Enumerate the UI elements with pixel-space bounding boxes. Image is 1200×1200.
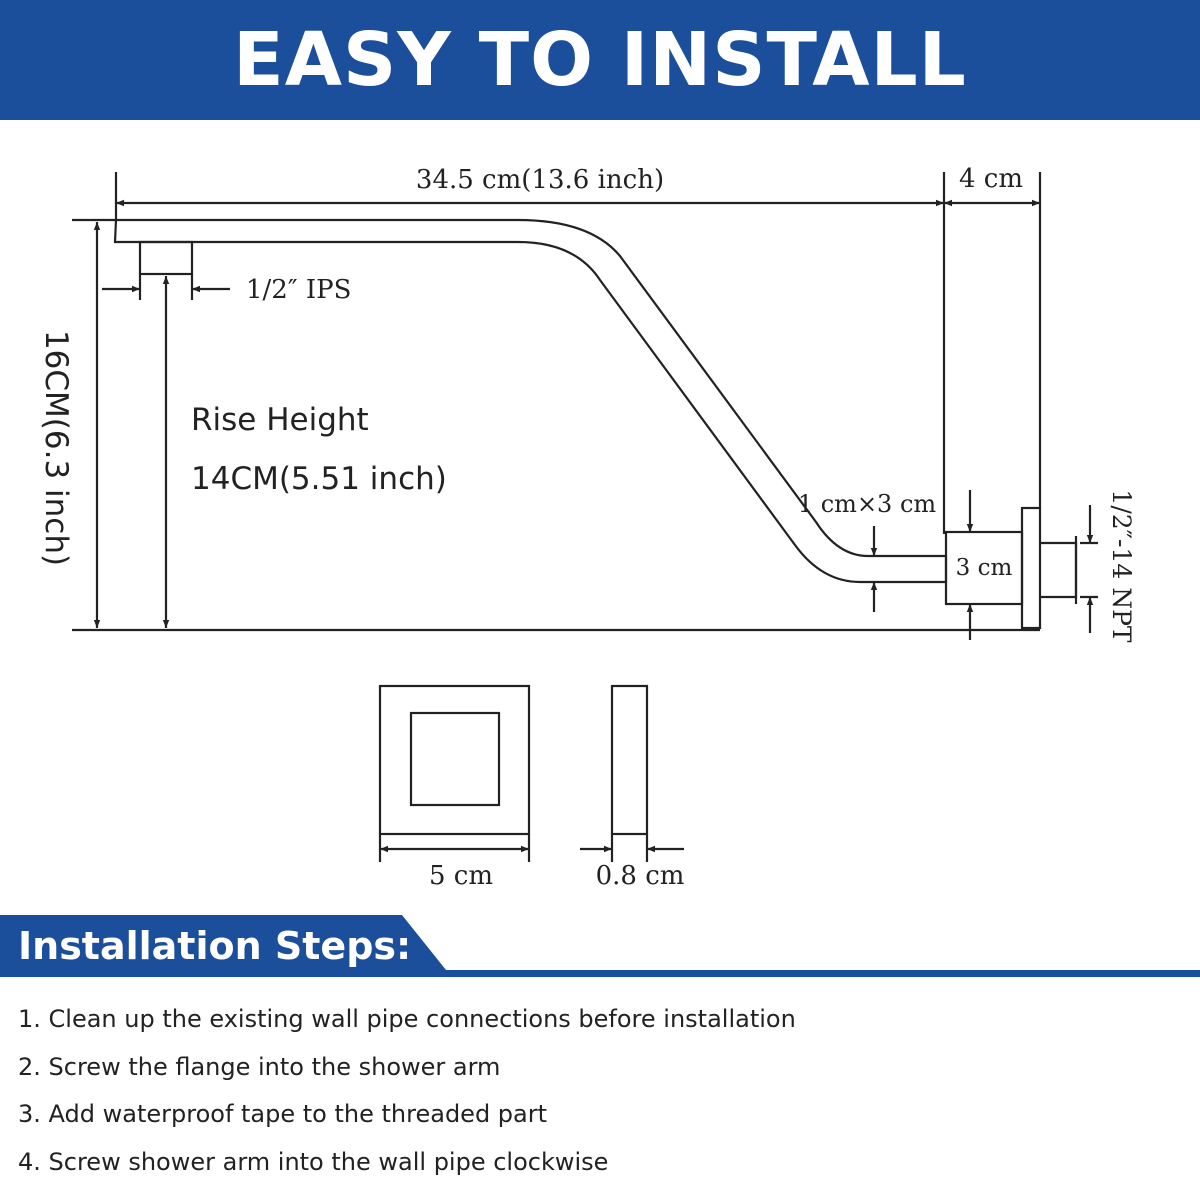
flange-side-view: [610, 684, 649, 836]
list-item: 4. Screw shower arm into the wall pipe c…: [18, 1147, 609, 1176]
list-item: 1. Clean up the existing wall pipe conne…: [18, 1005, 796, 1033]
list-item: 2. Screw the flange into the shower arm: [18, 1052, 501, 1081]
arm-section-label: 1 cm×3 cm: [798, 490, 937, 518]
thread-nipple: [1040, 541, 1078, 599]
rise-title: Rise Height: [191, 402, 369, 438]
thread-label: 1/2″-14 NPT: [1107, 489, 1136, 642]
flange-front-inner: [409, 711, 501, 807]
flange-offset-label: 4 cm: [959, 164, 1023, 194]
inlet-stub: [138, 240, 194, 276]
flange-width-label: 5 cm: [429, 861, 493, 891]
steps-title: Installation Steps:: [18, 924, 412, 968]
inlet-label: 1/2″ IPS: [246, 275, 351, 305]
flange-thickness-label: 0.8 cm: [596, 861, 685, 891]
list-item: 3. Add waterproof tape to the threaded p…: [18, 1100, 548, 1128]
rise-value: 14CM(5.51 inch): [191, 461, 447, 497]
arm-outline: [113, 218, 948, 584]
flange-front-outer: [378, 684, 531, 836]
page-title: EASY TO INSTALL: [233, 17, 967, 103]
total-height-label: 16CM(6.3 inch): [38, 330, 74, 566]
steps-banner: [0, 915, 1200, 977]
header-banner: EASY TO INSTALL: [0, 0, 1200, 120]
length-label: 34.5 cm(13.6 inch): [416, 165, 664, 195]
steps-list: 1. Clean up the existing wall pipe conne…: [18, 996, 796, 1186]
dimension-diagram: 34.5 cm(13.6 inch) 4 cm 1/2″ IPS 16CM(6.…: [38, 164, 1136, 891]
flange-plate: [1020, 506, 1042, 630]
block-label: 3 cm: [956, 555, 1013, 581]
